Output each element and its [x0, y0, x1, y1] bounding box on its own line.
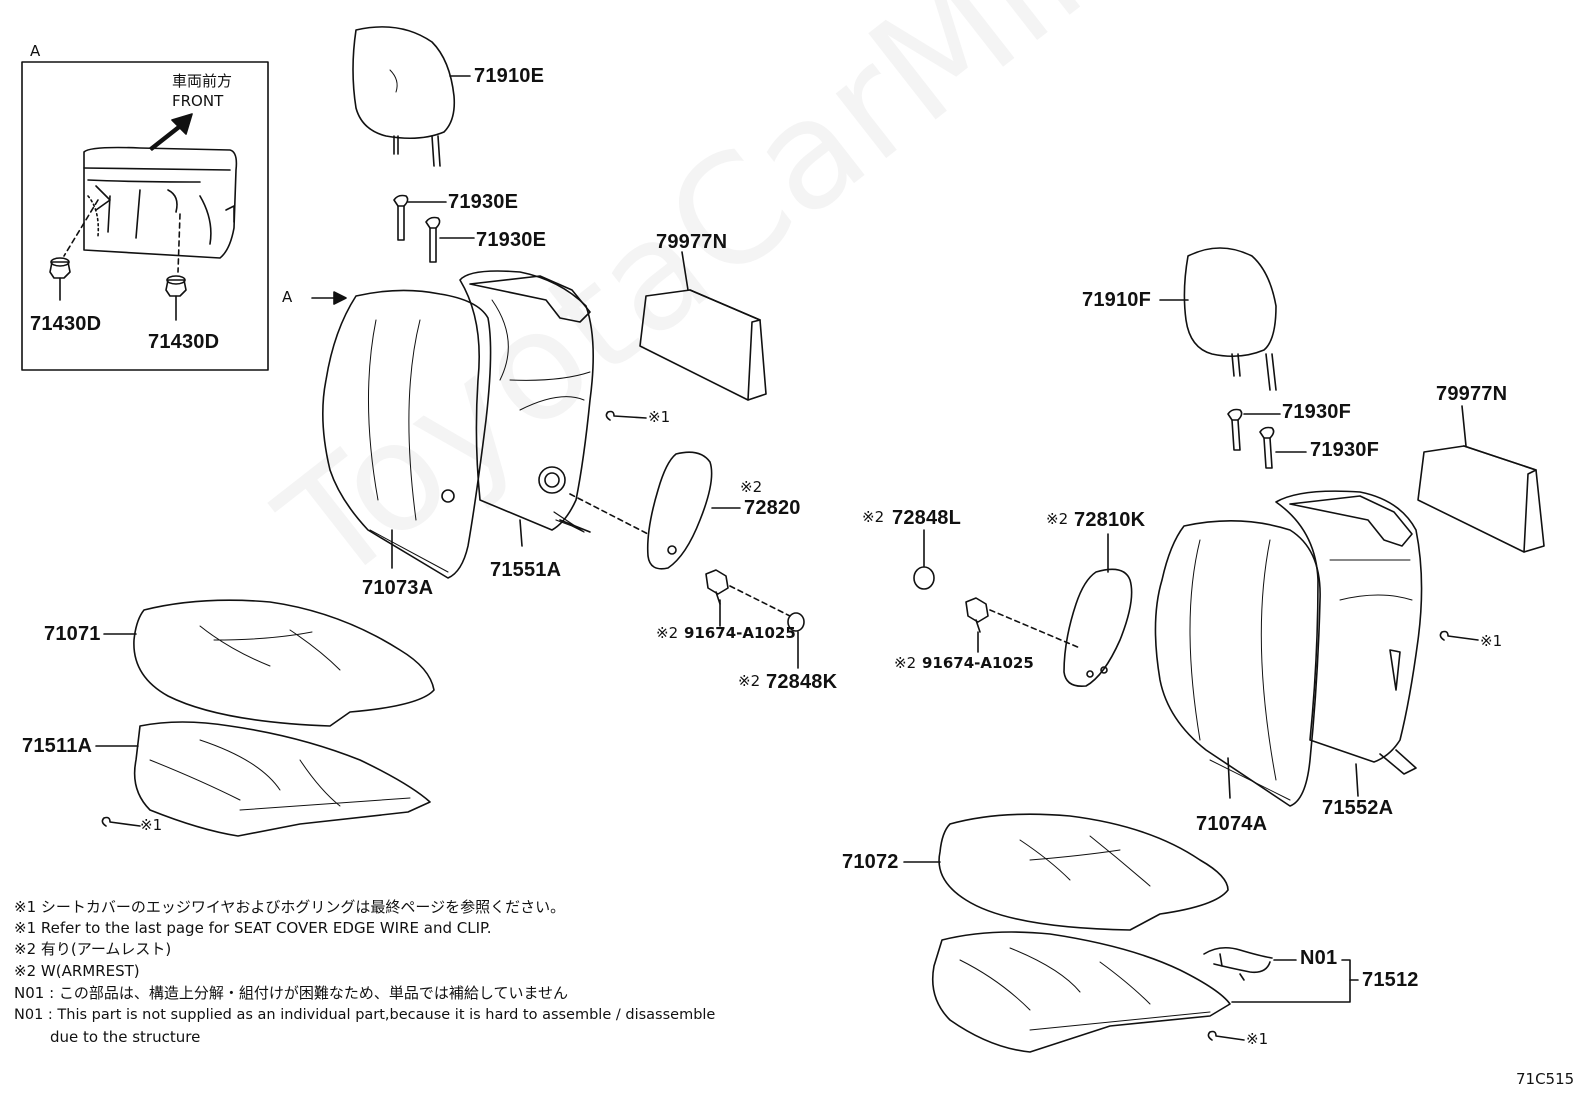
note-ref2-en: ※2 W(ARMREST) — [14, 962, 140, 980]
seat-cushion-cover-71071 — [133, 599, 435, 727]
ref2-mark-72848K: ※2 — [738, 672, 761, 690]
pad-79977N-right — [1417, 445, 1545, 553]
note-ref1-jp: ※1 シートカバーのエッジワイヤおよびホグリングは最終ページを参照ください。 — [14, 898, 566, 916]
part-label-71430D-left: 71430D — [30, 313, 102, 335]
note-n01-jp: N01 : この部品は、構造上分解・組付けが困難なため、単品では補給していません — [14, 984, 569, 1002]
part-label-72848L: 72848L — [892, 507, 962, 529]
part-label-71910F: 71910F — [1082, 289, 1152, 311]
ref1-mark-seatback-right: ※1 — [1480, 632, 1503, 650]
part-label-71073A: 71073A — [362, 577, 434, 599]
note-n01-en-cont: due to the structure — [50, 1028, 201, 1046]
headrest-guide-71930F-1 — [1227, 408, 1243, 451]
ref2-mark-72810K: ※2 — [1046, 510, 1069, 528]
headrest-71910E — [352, 26, 456, 167]
figure-code: 71C515 — [1516, 1070, 1575, 1088]
wire-harness-N01 — [1203, 946, 1273, 981]
part-label-N01: N01 — [1300, 947, 1338, 969]
part-label-71930F-1: 71930F — [1282, 401, 1352, 423]
note-n01-en: N01 : This part is not supplied as an in… — [14, 1007, 716, 1023]
part-label-71930E-1: 71930E — [448, 191, 519, 213]
part-label-71930F-2: 71930F — [1310, 439, 1380, 461]
pad-79977N-left — [639, 289, 767, 401]
part-label-71512: 71512 — [1362, 969, 1419, 991]
bolt-91674-A1025-left — [705, 569, 729, 605]
part-label-71430D-right: 71430D — [148, 331, 220, 353]
front-label-jp: 車両前方 — [172, 72, 233, 90]
armrest-72820 — [646, 451, 713, 570]
armrest-72810K — [1063, 568, 1133, 688]
ref2-mark-72848L: ※2 — [862, 508, 885, 526]
inset-frame — [21, 61, 269, 371]
bolt-91674-A1025-right — [965, 597, 989, 633]
headrest-guide-71930E-2 — [425, 216, 441, 263]
ref1-mark-cushion-right: ※1 — [1246, 1030, 1269, 1048]
note-ref2-jp: ※2 有り(アームレスト) — [14, 940, 172, 958]
ref1-mark-seatback-left: ※1 — [648, 408, 671, 426]
bolt-71430D-left — [49, 257, 71, 301]
part-label-71552A: 71552A — [1322, 797, 1394, 819]
part-label-72810K: 72810K — [1074, 509, 1146, 531]
bolt-71430D-right — [165, 275, 187, 321]
seat-cushion-pad-71511A — [133, 721, 431, 837]
part-label-71910E: 71910E — [474, 65, 545, 87]
part-label-71511A: 71511A — [22, 735, 93, 757]
cap-72848K — [787, 612, 805, 632]
part-label-71074A: 71074A — [1196, 813, 1268, 835]
part-label-72820: 72820 — [744, 497, 801, 519]
seat-cushion-pad-71512 — [931, 931, 1231, 1053]
part-label-72848K: 72848K — [766, 671, 838, 693]
seat-cushion-cover-71072 — [938, 813, 1229, 931]
headrest-guide-71930F-2 — [1259, 426, 1275, 469]
part-label-71072: 71072 — [842, 851, 899, 873]
seatback-frame-71552A — [1275, 490, 1423, 775]
headrest-guide-71930E-1 — [393, 194, 409, 241]
ref2-mark-72820: ※2 — [740, 478, 763, 496]
seatback-cover-71074A — [1154, 520, 1321, 807]
headrest-71910F — [1183, 247, 1277, 391]
seatback-cover-71073A — [322, 289, 492, 579]
inset-view-label: A — [30, 42, 41, 60]
seatback-frame-71551A — [459, 270, 594, 533]
view-arrow-label: A — [282, 288, 293, 306]
part-label-71551A: 71551A — [490, 559, 562, 581]
part-label-79977N-right: 79977N — [1436, 383, 1508, 405]
part-label-71930E-2: 71930E — [476, 229, 547, 251]
part-label-71071: 71071 — [44, 623, 101, 645]
part-label-91674-A1025-left: 91674-A1025 — [684, 624, 796, 642]
cap-72848L — [913, 566, 935, 590]
ref1-mark-cushion-left: ※1 — [140, 816, 163, 834]
part-label-91674-A1025-right: 91674-A1025 — [922, 654, 1034, 672]
ref2-mark-91674-left: ※2 — [656, 624, 679, 642]
inset-seatback — [83, 146, 238, 259]
ref2-mark-91674-right: ※2 — [894, 654, 917, 672]
front-arrow — [149, 113, 193, 151]
front-label-en: FRONT — [172, 92, 224, 110]
part-label-79977N-left: 79977N — [656, 231, 728, 253]
note-ref1-en: ※1 Refer to the last page for SEAT COVER… — [14, 919, 492, 937]
